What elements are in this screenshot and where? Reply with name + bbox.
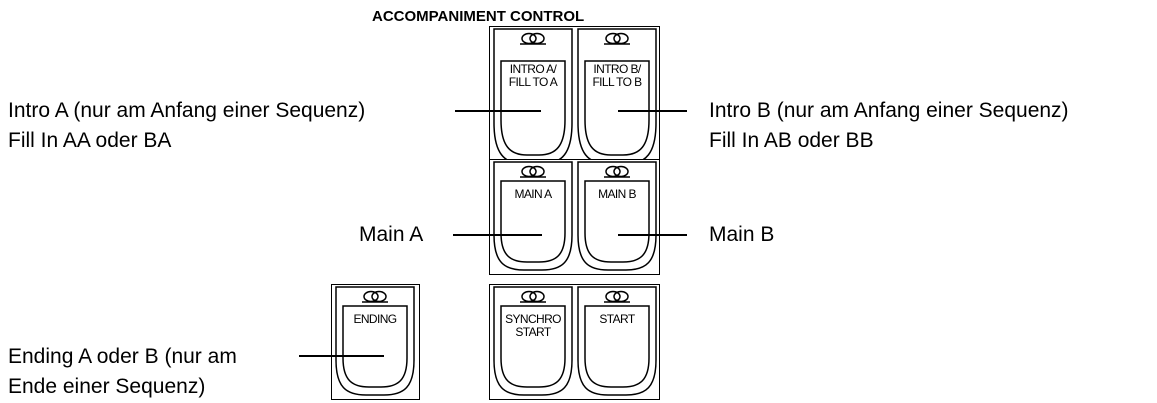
intro-a-description-line2: Fill In AA oder BA	[8, 129, 172, 152]
synchro-start-button[interactable]: SYNCHRO START	[492, 286, 574, 397]
led-indicator-icon	[362, 290, 388, 303]
intro-b-description-line2: Fill In AB oder BB	[709, 129, 874, 152]
ending-description: Ending A oder B (nur am Ende einer Seque…	[8, 342, 237, 402]
main-a-button[interactable]: MAIN A	[492, 161, 574, 272]
button-label: SYNCHRO START	[505, 312, 561, 339]
ending-description-line1: Ending A oder B (nur am	[8, 345, 237, 368]
button-shape	[493, 28, 573, 165]
intro-b-description-line1: Intro B (nur am Anfang einer Sequenz)	[709, 99, 1069, 122]
button-shape	[577, 286, 657, 396]
intro-b-fill-to-b-button[interactable]: INTRO B/ FILL TO B	[576, 28, 658, 166]
led-indicator-icon	[604, 290, 630, 303]
start-button[interactable]: START	[576, 286, 658, 397]
button-shape	[493, 161, 573, 271]
led-indicator-icon	[604, 165, 630, 178]
button-label: MAIN B	[598, 187, 636, 201]
main-a-description: Main A	[359, 223, 424, 246]
button-label: MAIN A	[514, 187, 552, 201]
button-label: INTRO B/ FILL TO B	[592, 62, 642, 89]
intro-b-leader-line	[618, 110, 687, 112]
intro-a-fill-to-a-button[interactable]: INTRO A/ FILL TO A	[492, 28, 574, 166]
led-indicator-icon	[520, 165, 546, 178]
ending-description-line2: Ende einer Sequenz)	[8, 375, 206, 398]
ending-leader-line	[299, 355, 384, 357]
button-shape	[493, 286, 573, 396]
button-label: START	[599, 312, 635, 326]
ending-button[interactable]: ENDING	[334, 286, 416, 397]
intro-a-description-line1: Intro A (nur am Anfang einer Sequenz)	[8, 99, 366, 122]
button-shape	[577, 28, 657, 165]
button-label: ENDING	[353, 312, 397, 326]
button-shape	[335, 286, 415, 396]
main-b-description: Main B	[709, 223, 775, 246]
led-indicator-icon	[604, 32, 630, 45]
main-b-leader-line	[618, 234, 687, 236]
intro-a-leader-line	[455, 110, 541, 112]
button-shape	[577, 161, 657, 271]
intro-a-description: Intro A (nur am Anfang einer Sequenz) Fi…	[8, 96, 365, 156]
intro-b-description: Intro B (nur am Anfang einer Sequenz) Fi…	[709, 96, 1069, 156]
main-b-button[interactable]: MAIN B	[576, 161, 658, 272]
main-a-leader-line	[453, 234, 542, 236]
button-label: INTRO A/ FILL TO A	[508, 62, 558, 89]
panel-title: ACCOMPANIMENT CONTROL	[372, 8, 585, 25]
led-indicator-icon	[520, 32, 546, 45]
led-indicator-icon	[520, 290, 546, 303]
